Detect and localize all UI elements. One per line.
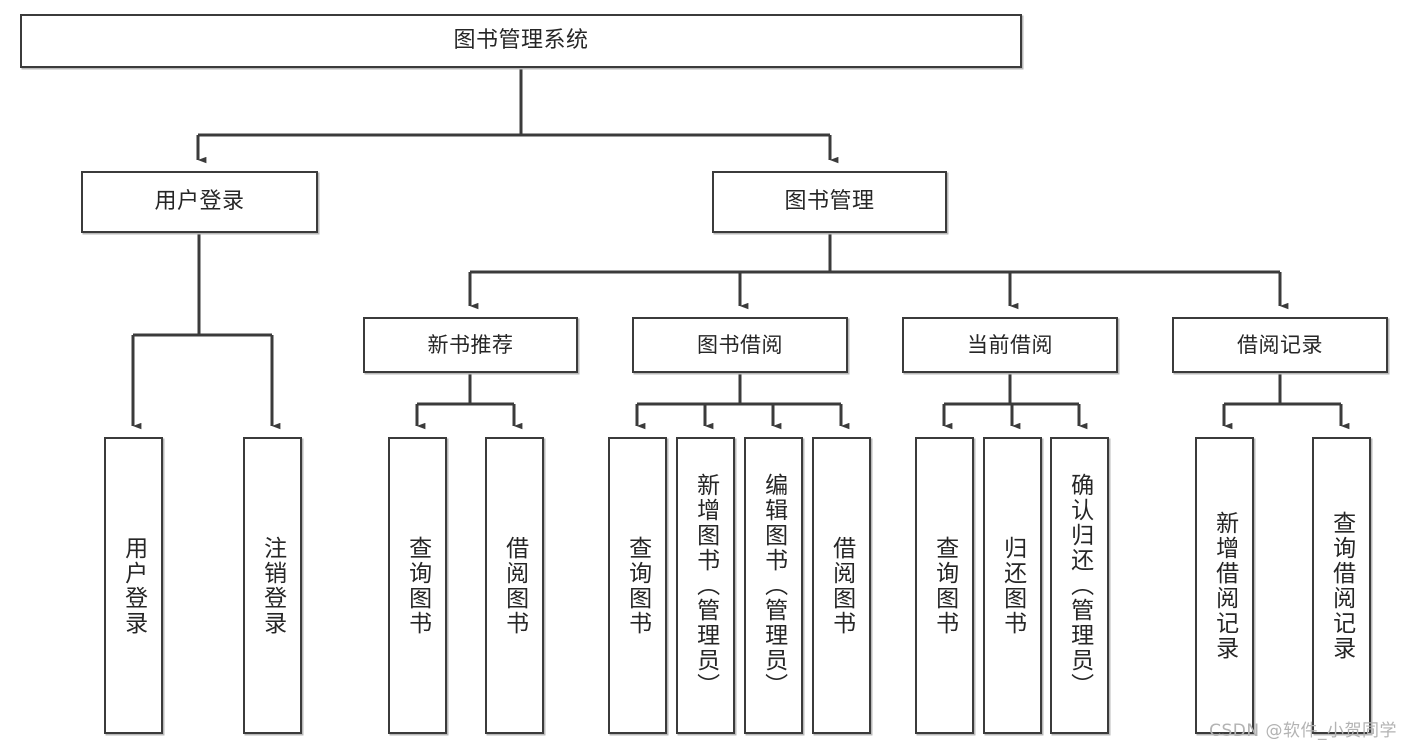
node-user-login[interactable]: 用户登录 (81, 171, 318, 233)
node-book-manage[interactable]: 图书管理 (712, 171, 947, 233)
node-borrow-record[interactable]: 借阅记录 (1172, 317, 1388, 373)
node-leaf-borrow-book-1[interactable]: 借阅图书 (485, 437, 544, 734)
node-leaf-logout-label: 注销登录 (259, 535, 286, 636)
node-leaf-logout[interactable]: 注销登录 (243, 437, 302, 734)
node-leaf-borrow-book-1-label: 借阅图书 (501, 535, 528, 636)
node-leaf-borrow-book-2-label: 借阅图书 (828, 535, 855, 636)
node-leaf-add-book[interactable]: 新增图书（管理员） (676, 437, 735, 734)
node-leaf-query-book-1-label: 查询图书 (404, 535, 431, 636)
node-current-borrow[interactable]: 当前借阅 (902, 317, 1118, 373)
node-new-book-recommend-label: 新书推荐 (427, 332, 514, 357)
node-leaf-query-book-3-label: 查询图书 (931, 535, 958, 636)
node-leaf-query-book-2-label: 查询图书 (624, 535, 651, 636)
node-leaf-add-record-label: 新增借阅记录 (1211, 510, 1238, 661)
node-user-login-label: 用户登录 (154, 189, 245, 215)
node-leaf-borrow-book-2[interactable]: 借阅图书 (812, 437, 871, 734)
node-leaf-confirm-return[interactable]: 确认归还（管理员） (1050, 437, 1109, 734)
node-leaf-query-book-3[interactable]: 查询图书 (915, 437, 974, 734)
node-book-borrow[interactable]: 图书借阅 (632, 317, 848, 373)
node-leaf-edit-book[interactable]: 编辑图书（管理员） (744, 437, 803, 734)
node-leaf-add-record[interactable]: 新增借阅记录 (1195, 437, 1254, 734)
node-root-label: 图书管理系统 (453, 28, 589, 54)
node-leaf-confirm-return-label: 确认归还（管理员） (1066, 473, 1093, 698)
node-current-borrow-label: 当前借阅 (967, 332, 1053, 357)
node-leaf-return-book[interactable]: 归还图书 (983, 437, 1042, 734)
node-book-borrow-label: 图书借阅 (697, 332, 783, 357)
node-leaf-query-record-label: 查询借阅记录 (1328, 510, 1355, 661)
node-leaf-edit-book-label: 编辑图书（管理员） (760, 473, 787, 698)
node-leaf-return-book-label: 归还图书 (999, 535, 1026, 636)
node-leaf-user-login[interactable]: 用户登录 (104, 437, 163, 734)
node-book-manage-label: 图书管理 (784, 189, 875, 215)
node-leaf-query-book-2[interactable]: 查询图书 (608, 437, 667, 734)
node-leaf-query-record[interactable]: 查询借阅记录 (1312, 437, 1371, 734)
node-leaf-user-login-label: 用户登录 (120, 535, 147, 636)
node-borrow-record-label: 借阅记录 (1237, 332, 1323, 357)
node-leaf-query-book-1[interactable]: 查询图书 (388, 437, 447, 734)
node-root[interactable]: 图书管理系统 (20, 14, 1022, 68)
node-new-book-recommend[interactable]: 新书推荐 (363, 317, 578, 373)
node-leaf-add-book-label: 新增图书（管理员） (692, 473, 719, 698)
